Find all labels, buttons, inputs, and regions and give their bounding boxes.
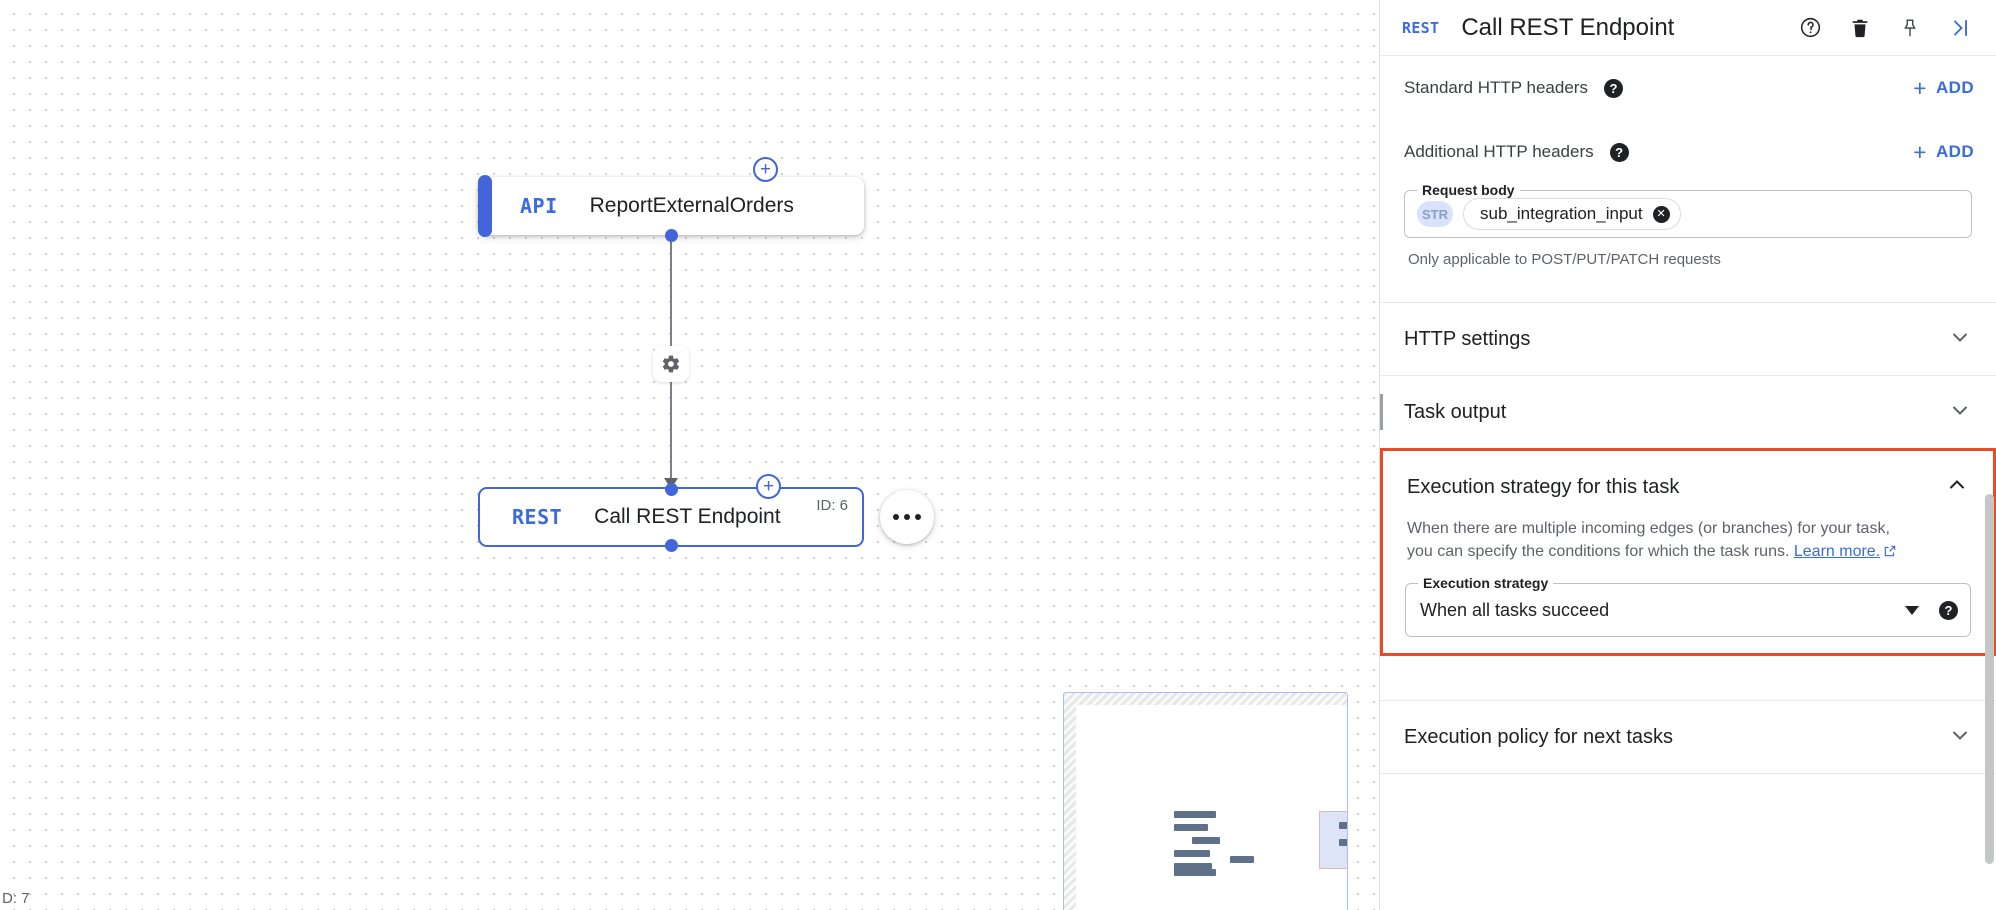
delete-icon[interactable] [1848,16,1872,40]
divider [1380,302,1996,303]
dot [915,514,921,520]
node-title: ReportExternalOrders [589,194,794,217]
section-execution-policy[interactable]: Execution policy for next tasks [1380,701,1996,773]
pin-icon[interactable] [1898,16,1922,40]
canvas-overlay-card[interactable] [1063,692,1348,910]
panel-body[interactable]: Standard HTTP headers ? + ADD Additional… [1380,56,1996,910]
chevron-up-icon[interactable] [1945,473,1969,502]
execution-strategy-select[interactable]: Execution strategy When all tasks succee… [1405,575,1971,638]
panel-type-badge: REST [1402,18,1440,37]
node-type-badge: REST [512,505,563,529]
collapse-panel-icon[interactable] [1948,16,1972,40]
additional-http-headers-help-icon[interactable]: ? [1609,142,1629,162]
add-node-after-api-icon[interactable]: + [753,157,778,182]
node-id-label: ID: 6 [816,497,848,514]
node-accent-bar [478,175,492,237]
node-output-port[interactable] [664,538,678,552]
add-label: ADD [1935,78,1974,97]
section-title: Task output [1404,400,1507,423]
task-config-panel: REST Call REST Endpoint [1379,0,1996,910]
divider [1380,375,1996,376]
request-body-variable-chip[interactable]: sub_integration_input ✕ [1463,198,1681,230]
variable-name: sub_integration_input [1480,204,1643,223]
execution-strategy-value: When all tasks succeed [1420,599,1610,620]
add-node-after-rest-icon[interactable]: + [756,474,781,499]
dot [904,514,910,520]
chevron-down-icon[interactable] [1948,723,1972,752]
panel-scrollbar[interactable] [1985,494,1994,864]
request-body-field[interactable]: Request body STR sub_integration_input ✕ [1404,182,1972,238]
plus-icon: + [1913,138,1927,165]
external-link-icon[interactable] [1883,542,1897,565]
flow-canvas[interactable]: API ReportExternalOrders + REST Call RES… [0,0,1379,910]
additional-http-headers-row: Additional HTTP headers ? + ADD [1380,120,1996,184]
page-title: Call REST Endpoint [1461,13,1675,41]
learn-more-link[interactable]: Learn more. [1793,543,1881,561]
flow-node-rest[interactable]: REST Call REST Endpoint ID: 6 [478,482,864,552]
request-body-legend: Request body [1417,182,1520,198]
execution-strategy-legend: Execution strategy [1418,575,1554,592]
chevron-down-icon[interactable] [1948,325,1972,354]
node-title: Call REST Endpoint [594,505,781,528]
node-input-port[interactable] [664,482,678,496]
remove-variable-icon[interactable]: ✕ [1652,205,1670,223]
execution-strategy-description: When there are multiple incoming edges (… [1383,517,1993,565]
node-type-badge: API [520,194,558,218]
standard-http-headers-help-icon[interactable]: ? [1603,78,1623,98]
add-additional-header-button[interactable]: + ADD [1913,138,1974,165]
canvas-corner-id-label: D: 7 [2,890,30,907]
execution-strategy-header[interactable]: Execution strategy for this task [1383,451,1993,523]
plus-icon: + [1913,74,1927,101]
chevron-down-icon[interactable] [1905,605,1919,615]
section-task-output[interactable]: Task output [1380,376,1996,448]
add-label: ADD [1935,142,1974,161]
section-title: Execution policy for next tasks [1404,725,1674,748]
add-standard-header-button[interactable]: + ADD [1913,74,1974,101]
overlay-illustration [1174,811,1347,882]
chevron-down-icon[interactable] [1948,398,1972,427]
help-icon[interactable] [1798,16,1822,40]
overlay-hatch-top [1064,693,1347,705]
additional-http-headers-label: Additional HTTP headers [1404,142,1594,161]
divider [1380,773,1996,775]
standard-http-headers-row: Standard HTTP headers ? + ADD [1380,56,1996,120]
edge-settings-gear-icon[interactable] [653,346,689,382]
request-body-type-pill: STR [1417,201,1453,227]
section-marker [1380,394,1383,430]
description-line-2: you can specify the conditions for which… [1407,543,1790,561]
standard-http-headers-label: Standard HTTP headers [1404,78,1588,97]
section-title: Execution strategy for this task [1407,475,1680,498]
flow-node-api[interactable]: API ReportExternalOrders [478,175,864,242]
execution-strategy-section[interactable]: Execution strategy for this task When th… [1380,448,1996,657]
overlay-highlight-block [1319,811,1347,869]
panel-header: REST Call REST Endpoint [1380,0,1996,56]
panel-header-actions [1798,16,1972,40]
request-body-hint: Only applicable to POST/PUT/PATCH reques… [1408,251,1721,268]
divider [1380,700,1996,702]
overlay-hatch-left [1064,693,1076,910]
node-output-port[interactable] [664,228,678,242]
section-http-settings[interactable]: HTTP settings [1380,303,1996,375]
section-title: HTTP settings [1404,327,1531,350]
execution-strategy-help-icon[interactable]: ? [1939,600,1958,620]
node-overflow-menu-icon[interactable] [880,490,934,544]
description-line-1: When there are multiple incoming edges (… [1407,520,1890,537]
dot [893,514,899,520]
